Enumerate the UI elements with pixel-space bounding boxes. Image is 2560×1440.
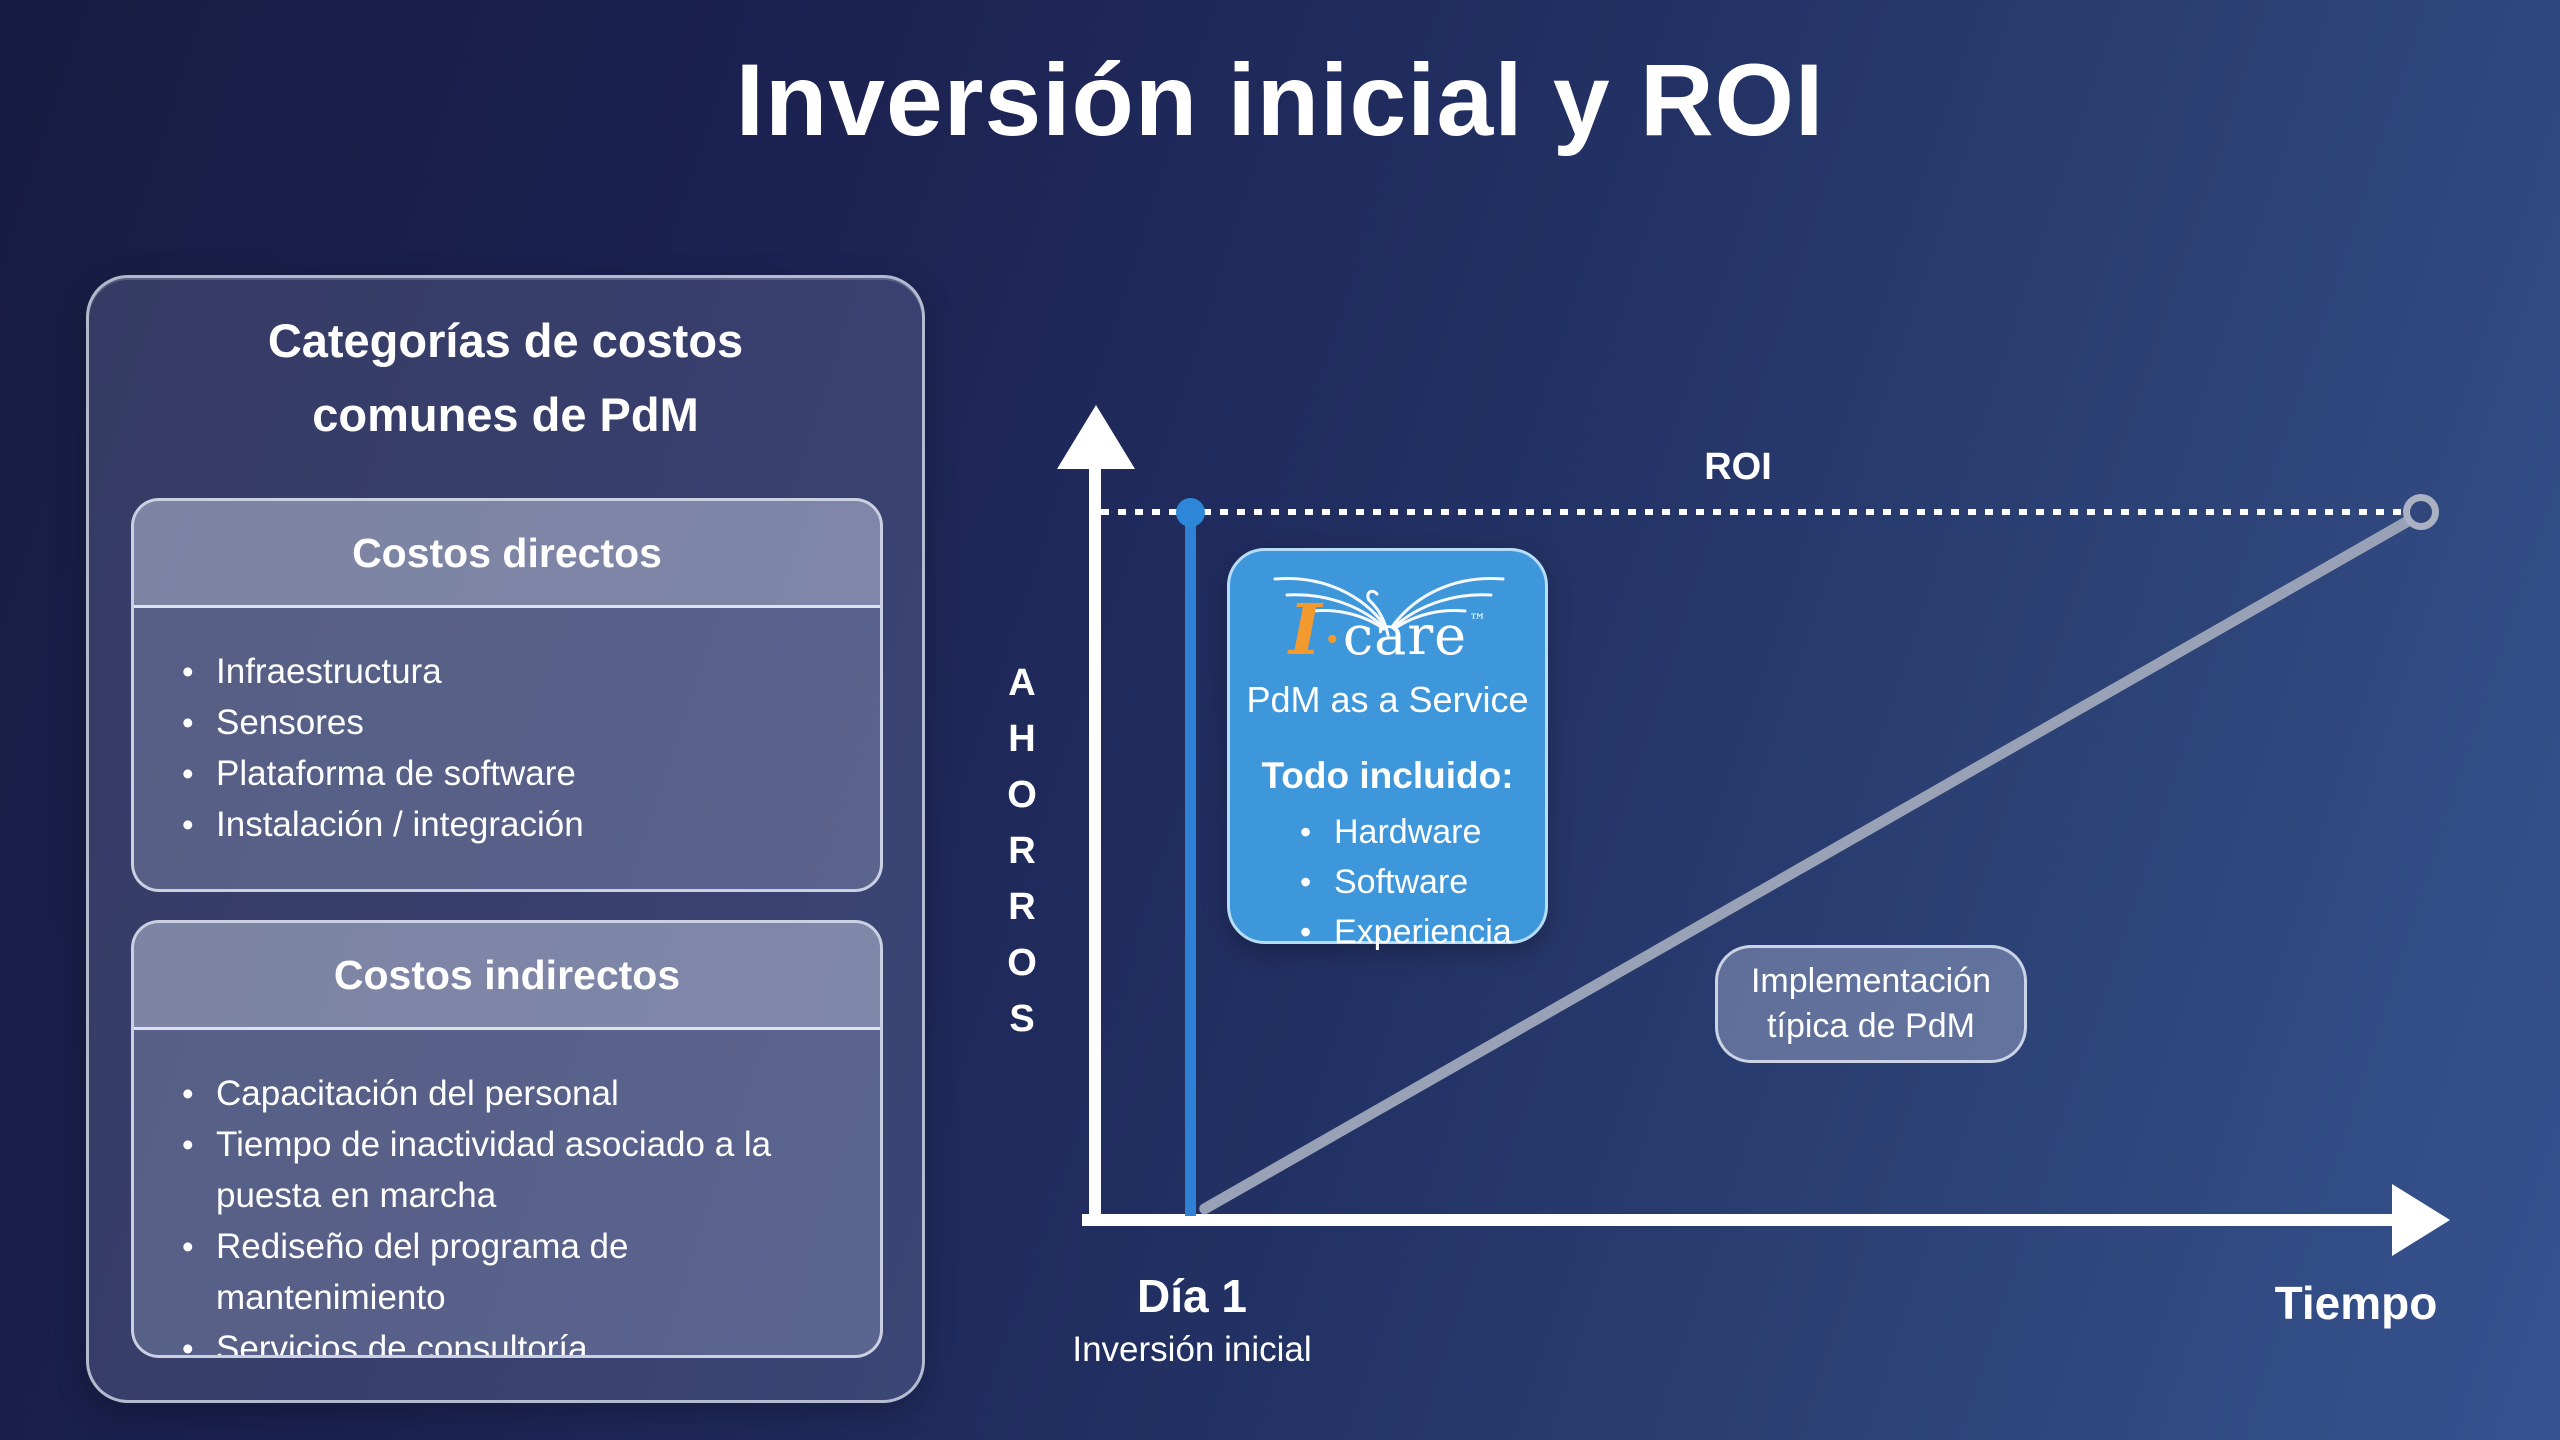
indirect-costs-list: Capacitación del personalTiempo de inact…	[134, 1030, 880, 1355]
text-line: típica de PdM	[1767, 1007, 1975, 1045]
icare-logo-separator: ·	[1324, 614, 1340, 665]
direct-costs-header: Costos directos	[134, 501, 880, 608]
icare-logo-care: care	[1342, 604, 1468, 667]
icare-logo-trademark: ™	[1469, 611, 1487, 631]
pdm-service-card: I · care ™ PdM as a Service Todo incluid…	[1227, 548, 1548, 957]
x-axis	[1082, 1214, 2394, 1226]
roi-reference-line	[1101, 509, 2403, 515]
list-item: Infraestructura	[170, 646, 790, 697]
list-item: Servicios de consultoría	[170, 1323, 790, 1355]
list-item: Capacitación del personal	[170, 1068, 790, 1119]
icare-logo: I · care ™	[1230, 561, 1545, 673]
typical-roi-marker-icon	[2403, 494, 2439, 530]
y-axis	[1089, 458, 1101, 1220]
y-axis-label: AHORROS	[1001, 662, 1043, 1054]
cost-categories-panel: Categorías de costos comunes de PdM Costo…	[86, 275, 925, 1403]
icare-logo-i: I	[1288, 588, 1322, 671]
day1-label: Día 1	[1137, 1270, 1247, 1322]
indirect-costs-header: Costos indirectos	[134, 923, 880, 1030]
typical-pdm-label-box: Implementación típica de PdM	[1715, 945, 2027, 1063]
initial-investment-label: Inversión inicial	[1072, 1330, 1312, 1369]
text-line: Implementación	[1750, 962, 1991, 1000]
x-origin-tick: Día 1 Inversión inicial	[1032, 1270, 1352, 1370]
service-card-list: HardwareSoftwareExperiencia	[1294, 807, 1545, 957]
roi-label: ROI	[1704, 446, 1772, 488]
list-item: Instalación / integración	[170, 799, 790, 850]
text-line: comunes de PdM	[312, 388, 699, 441]
list-item: Experiencia	[1294, 907, 1545, 957]
text-line: Categorías de costos	[267, 314, 744, 367]
list-item: Plataforma de software	[170, 748, 790, 799]
pdm-service-roi-marker-icon	[1176, 498, 1205, 527]
y-axis-arrow-icon	[1057, 405, 1135, 469]
icare-bird-icon	[1273, 576, 1504, 637]
list-item: Hardware	[1294, 807, 1545, 857]
list-item: Tiempo de inactividad asociado a la pues…	[170, 1119, 790, 1221]
cost-categories-title: Categorías de costos comunes de PdM	[89, 304, 922, 452]
service-card-heading: Todo incluido:	[1261, 755, 1514, 796]
x-axis-arrow-icon	[2392, 1184, 2450, 1256]
list-item: Software	[1294, 857, 1545, 907]
list-item: Sensores	[170, 697, 790, 748]
pdm-service-series-line	[1185, 513, 1196, 1216]
direct-costs-box: Costos directos InfraestructuraSensoresP…	[131, 498, 883, 892]
direct-costs-list: InfraestructuraSensoresPlataforma de sof…	[134, 608, 880, 870]
page-title: Inversión inicial y ROI	[735, 43, 1825, 157]
indirect-costs-box: Costos indirectos Capacitación del perso…	[131, 920, 883, 1358]
x-axis-label: Tiempo	[2274, 1277, 2438, 1329]
list-item: Rediseño del programa de mantenimiento	[170, 1221, 790, 1323]
service-card-title: PdM as a Service	[1246, 679, 1529, 720]
